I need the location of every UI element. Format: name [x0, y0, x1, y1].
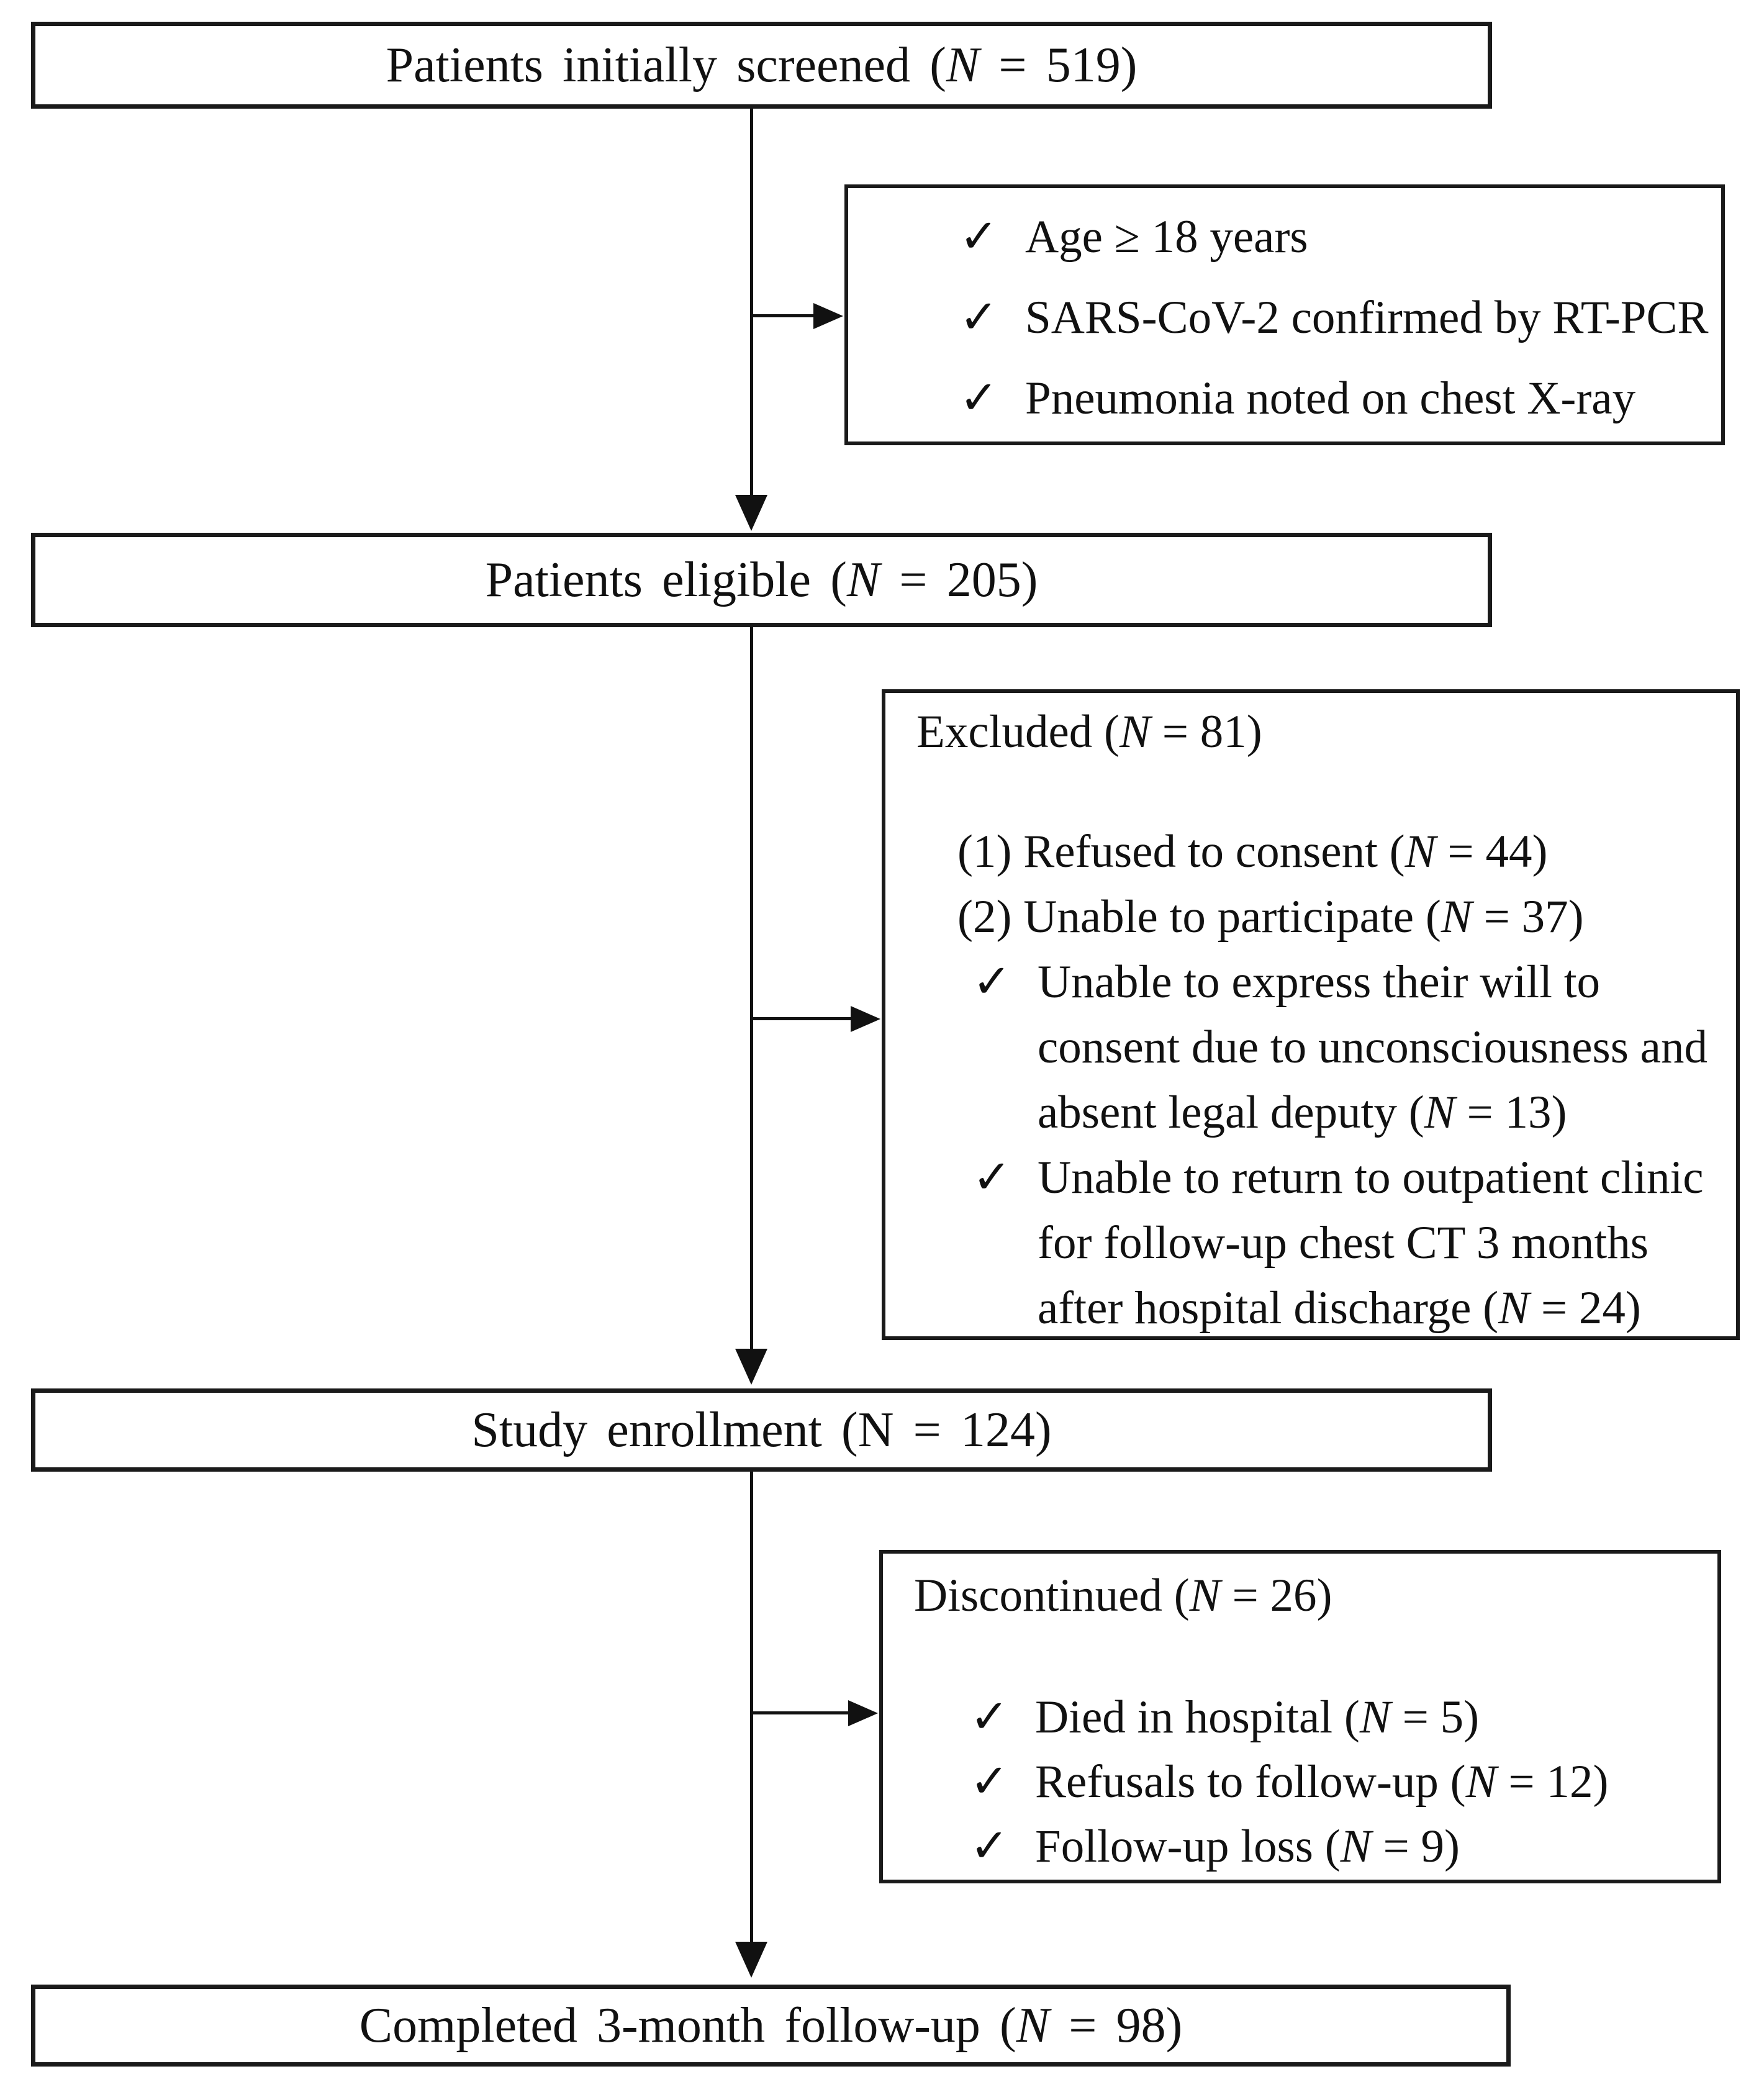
- box-completed-followup-label: Completed 3-month follow-up (N = 98): [359, 1998, 1183, 2053]
- inclusion-criteria-list: ✓ Age ≥ 18 years ✓ SARS-CoV-2 confirmed …: [848, 188, 1721, 439]
- box-discontinued: Discontinued (N = 26) ✓ Died in hospital…: [879, 1550, 1721, 1883]
- excluded-subitem-outpatient: ✓ Unable to return to outpatient clinic …: [972, 1145, 1717, 1341]
- flow-line-to-criteria: [751, 314, 815, 317]
- flow-line-eligible-to-enrollment: [750, 627, 753, 1351]
- check-icon: ✓: [970, 1821, 1009, 1872]
- box-patients-screened: Patients initially screened (N = 519): [31, 22, 1492, 109]
- box-patients-screened-label: Patients initially screened (N = 519): [386, 37, 1138, 93]
- discontinued-item-died: ✓ Died in hospital (N = 5): [970, 1685, 1699, 1750]
- check-icon: ✓: [970, 1756, 1009, 1808]
- arrowhead-right-discontinued: [848, 1700, 878, 1726]
- arrowhead-down-enrollment: [735, 1349, 767, 1385]
- excluded-title: Excluded (N = 81): [916, 706, 1262, 758]
- criteria-item-age: ✓ Age ≥ 18 years: [959, 197, 1709, 278]
- discontinued-item-refusals: ✓ Refusals to follow-up (N = 12): [970, 1750, 1699, 1814]
- check-icon: ✓: [959, 373, 998, 424]
- excluded-reason-2: (2) Unable to participate (N = 37): [957, 891, 1584, 943]
- check-icon: ✓: [959, 292, 998, 343]
- discontinued-item-loss: ✓ Follow-up loss (N = 9): [970, 1814, 1699, 1879]
- box-completed-followup: Completed 3-month follow-up (N = 98): [31, 1985, 1511, 2067]
- excluded-subitem-consent: ✓ Unable to express their will to consen…: [972, 949, 1717, 1145]
- check-icon: ✓: [972, 956, 1011, 1008]
- spacer: [914, 1628, 1699, 1685]
- spacer: [916, 764, 1717, 819]
- box-study-enrollment: Study enrollment (N = 124): [31, 1388, 1492, 1472]
- flow-line-to-excluded: [751, 1017, 852, 1020]
- flow-line-to-discontinued: [751, 1711, 849, 1714]
- check-icon: ✓: [959, 211, 998, 263]
- arrowhead-right-excluded: [851, 1006, 880, 1032]
- criteria-item-pneumonia: ✓ Pneumonia noted on chest X-ray: [959, 358, 1709, 439]
- box-study-enrollment-label: Study enrollment (N = 124): [471, 1402, 1052, 1457]
- check-icon: ✓: [972, 1152, 1011, 1203]
- discontinued-title: Discontinued (N = 26): [914, 1570, 1332, 1621]
- flow-line-enrollment-to-completed: [750, 1472, 753, 1944]
- excluded-reason-1: (1) Refused to consent (N = 44): [957, 826, 1548, 877]
- criteria-item-sars: ✓ SARS-CoV-2 confirmed by RT-PCR: [959, 278, 1709, 358]
- box-inclusion-criteria: ✓ Age ≥ 18 years ✓ SARS-CoV-2 confirmed …: [844, 184, 1725, 445]
- flow-line-screened-to-eligible: [750, 109, 753, 497]
- box-patients-eligible: Patients eligible (N = 205): [31, 533, 1492, 627]
- check-icon: ✓: [970, 1691, 1009, 1743]
- arrowhead-down-completed: [735, 1942, 767, 1978]
- box-patients-eligible-label: Patients eligible (N = 205): [485, 552, 1038, 607]
- arrowhead-down-eligible: [735, 495, 767, 531]
- box-excluded: Excluded (N = 81) (1) Refused to consent…: [882, 689, 1740, 1340]
- arrowhead-right-criteria: [813, 303, 843, 329]
